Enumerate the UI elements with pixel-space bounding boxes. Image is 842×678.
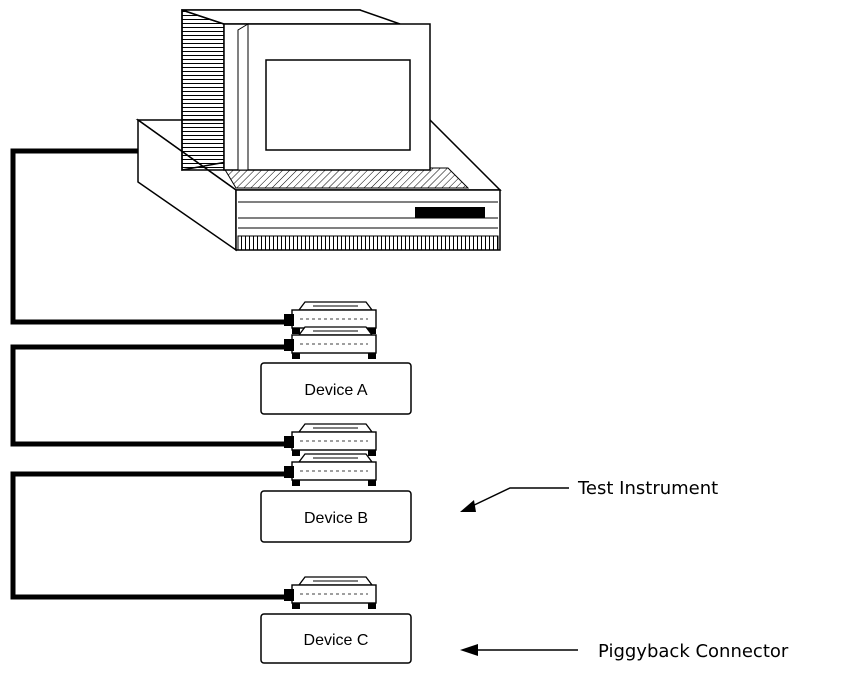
device-b-box xyxy=(260,490,412,543)
test-instrument-label: Test Instrument xyxy=(577,478,718,499)
test-instrument-leader xyxy=(467,487,569,509)
connector-a-upper-icon xyxy=(284,301,377,334)
cable-computer-to-device-a xyxy=(10,148,285,325)
device-b: Device B xyxy=(260,490,412,543)
piggyback-connector-arrow-icon xyxy=(460,644,478,656)
piggyback-connector-label: Piggyback Connector xyxy=(598,641,789,662)
device-b-label: Device B xyxy=(304,510,368,527)
connector-a-lower-icon xyxy=(284,326,377,359)
connector-c-icon xyxy=(284,576,377,609)
computer-icon xyxy=(135,8,502,252)
cable-device-a-to-device-b xyxy=(10,344,285,447)
device-c: Device C xyxy=(260,613,412,664)
device-a-box xyxy=(260,362,412,415)
monitor-screen xyxy=(265,59,411,151)
disk-drive-slot xyxy=(415,207,485,218)
device-a: Device A xyxy=(260,362,412,415)
cable-device-b-to-device-c xyxy=(10,471,285,600)
connector-b-lower-icon xyxy=(284,453,377,486)
computer-base-grille xyxy=(237,235,499,251)
test-instrument-callout: Test Instrument xyxy=(460,478,718,512)
device-c-label: Device C xyxy=(304,632,369,649)
computer-base-vents xyxy=(223,167,470,189)
test-instrument-arrow-icon xyxy=(460,500,476,512)
connectors xyxy=(284,301,377,609)
connector-b-upper-icon xyxy=(284,423,377,456)
device-a-label: Device A xyxy=(304,382,367,399)
device-c-box xyxy=(260,613,412,664)
piggyback-connector-callout: Piggyback Connector xyxy=(460,641,789,662)
cables xyxy=(10,148,285,600)
